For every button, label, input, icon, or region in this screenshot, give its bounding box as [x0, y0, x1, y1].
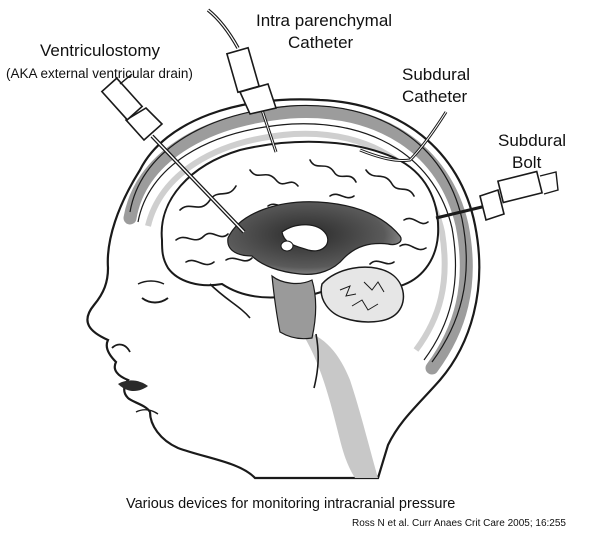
nostril [111, 343, 131, 353]
skull-band [123, 104, 473, 375]
subdural-catheter-device [359, 111, 448, 162]
closed-eye [141, 297, 169, 304]
figure-citation: Ross N et al. Curr Anaes Crit Care 2005;… [352, 518, 566, 529]
dura-band [145, 130, 448, 352]
subdural-bolt-device [435, 170, 559, 222]
neck-line [313, 333, 319, 389]
brain-gyri [175, 159, 429, 266]
subdural-bolt-label-line2: Bolt [512, 153, 542, 172]
cerebellum [320, 266, 405, 323]
lips [118, 380, 148, 391]
intra-parenchymal-label-line1: Intra parenchymal [256, 11, 392, 30]
figure-caption: Various devices for monitoring intracran… [126, 496, 455, 512]
subdural-bolt-label-line1: Subdural [498, 131, 566, 150]
cerebellum-folia [339, 281, 385, 311]
thalamus [280, 240, 294, 252]
chin [135, 409, 159, 415]
jaw-line [209, 283, 251, 319]
intra-parenchymal-label-line2: Catheter [288, 33, 354, 52]
brainstem [271, 274, 317, 340]
neck-gray-region [300, 330, 378, 478]
subdural-catheter-label-line1: Subdural [402, 65, 470, 84]
intra-parenchymal-catheter-device [206, 8, 278, 153]
ventriculostomy-device [100, 73, 246, 234]
ventriculostomy-label: Ventriculostomy [40, 41, 160, 60]
subdural-catheter-label-line2: Catheter [402, 87, 468, 106]
eyebrow [137, 280, 165, 285]
ventriculostomy-aka-label: (AKA external ventricular drain) [6, 66, 193, 81]
